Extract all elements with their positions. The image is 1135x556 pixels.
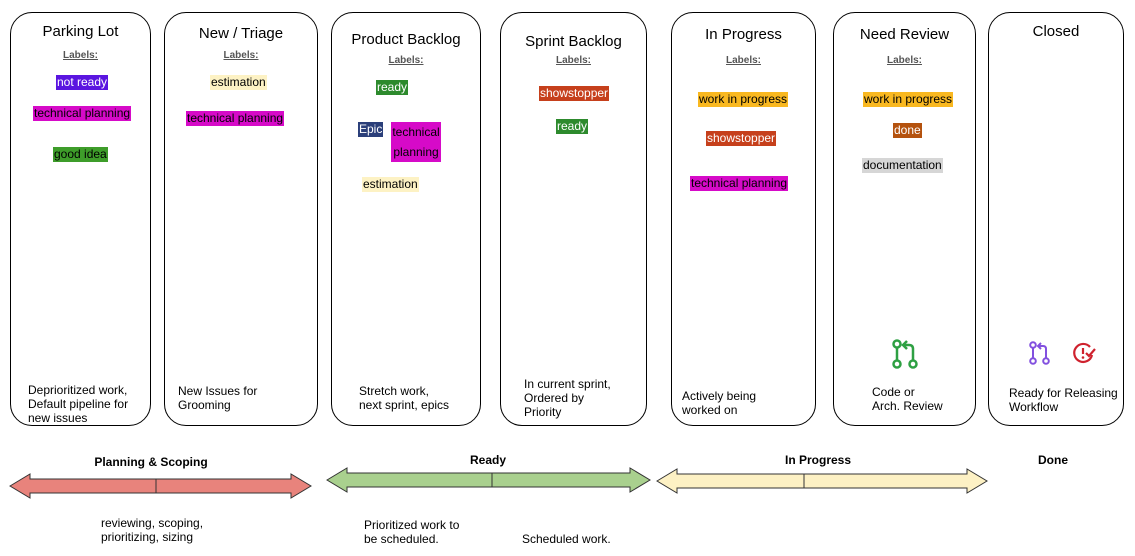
column-product-backlog: Product Backlog Labels: ready Epic techn… xyxy=(331,12,481,426)
label-tag[interactable]: showstopper xyxy=(539,86,610,101)
column-in-progress: In Progress Labels: work in progress sho… xyxy=(671,12,816,426)
column-closed: Closed Ready for Releasing Workflow xyxy=(988,12,1124,426)
label-tag[interactable]: technical planning xyxy=(690,176,789,191)
label-tag[interactable]: ready xyxy=(376,80,409,95)
label-tag[interactable]: technical planning xyxy=(186,111,285,126)
label-tag[interactable]: showstopper xyxy=(706,131,777,146)
labels-header: Labels: xyxy=(388,55,424,66)
column-title: New / Triage xyxy=(198,25,284,42)
column-description: Actively being worked on xyxy=(682,389,757,417)
labels-header: Labels: xyxy=(725,55,761,66)
labels-header: Labels: xyxy=(886,55,922,66)
column-description: New Issues for Grooming xyxy=(178,384,258,412)
planning-arrow xyxy=(9,473,312,499)
column-description: Deprioritized work, Default pipeline for… xyxy=(28,383,129,425)
band-description-ready: Prioritized work to be scheduled. xyxy=(364,518,460,546)
band-description-scheduled: Scheduled work. xyxy=(522,532,611,546)
band-title-ready: Ready xyxy=(469,453,507,467)
column-description: In current sprint, Ordered by Priority xyxy=(524,377,611,419)
label-tag[interactable]: not ready xyxy=(56,75,109,90)
column-description: Ready for Releasing Workflow xyxy=(1009,386,1118,414)
column-need-review: Need Review Labels: work in progress don… xyxy=(833,12,976,426)
label-tag[interactable]: technical planning xyxy=(391,122,441,162)
closed-issue-icon xyxy=(1073,342,1096,364)
label-tag[interactable]: Epic xyxy=(358,122,384,137)
label-tag[interactable]: work in progress xyxy=(698,92,789,107)
merged-pr-icon xyxy=(1029,341,1050,365)
in-progress-arrow xyxy=(656,468,988,494)
band-title-planning: Planning & Scoping xyxy=(94,455,208,469)
column-description: Code or Arch. Review xyxy=(872,385,943,413)
label-tag[interactable]: ready xyxy=(556,119,589,134)
column-title: Closed xyxy=(1032,23,1080,40)
label-tag[interactable]: documentation xyxy=(862,158,943,173)
column-title: Need Review xyxy=(859,26,950,43)
label-tag[interactable]: done xyxy=(893,123,922,138)
column-parking-lot: Parking Lot Labels: not ready technical … xyxy=(10,12,151,426)
column-description: Stretch work, next sprint, epics xyxy=(359,384,450,412)
labels-header: Labels: xyxy=(223,50,259,61)
column-title: Parking Lot xyxy=(42,23,119,40)
labels-header: Labels: xyxy=(62,50,98,61)
column-title: In Progress xyxy=(705,26,782,43)
band-description-planning: reviewing, scoping, prioritizing, sizing xyxy=(101,516,204,544)
label-tag[interactable]: good idea xyxy=(53,147,108,162)
column-title: Product Backlog xyxy=(351,31,461,48)
labels-header: Labels: xyxy=(555,55,591,66)
label-tag[interactable]: technical planning xyxy=(33,106,132,121)
label-tag[interactable]: estimation xyxy=(362,177,419,192)
pull-request-icon xyxy=(892,339,918,369)
label-tag[interactable]: estimation xyxy=(210,75,267,90)
label-tag[interactable]: work in progress xyxy=(863,92,954,107)
column-sprint-backlog: Sprint Backlog Labels: showstopper ready… xyxy=(500,12,647,426)
band-title-done: Done xyxy=(1038,453,1068,467)
ready-arrow xyxy=(326,467,651,493)
column-title: Sprint Backlog xyxy=(525,33,622,50)
column-new-triage: New / Triage Labels: estimation technica… xyxy=(164,12,318,426)
band-title-in-progress: In Progress xyxy=(784,453,852,467)
